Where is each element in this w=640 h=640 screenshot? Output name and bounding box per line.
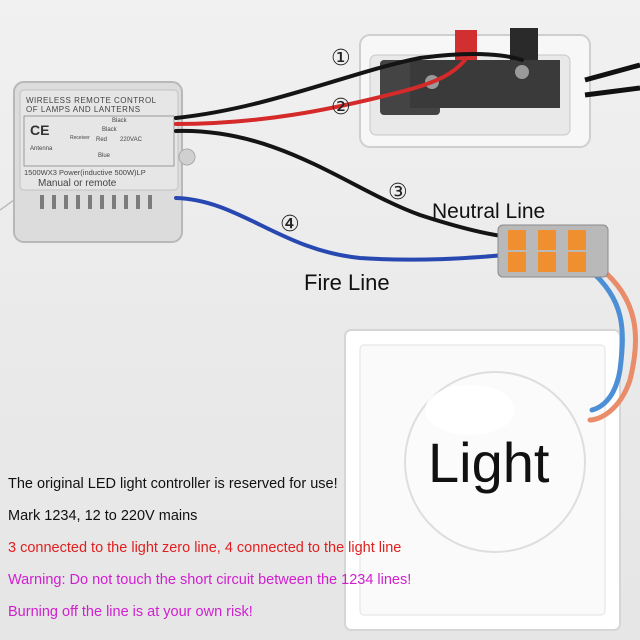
receiver-label: Receiver [70, 135, 90, 141]
note-2: Mark 1234, 12 to 220V mains [8, 508, 198, 524]
wire-black-1 [174, 52, 524, 120]
note-3: 3 connected to the light zero line, 4 co… [8, 540, 402, 556]
wire-red [174, 58, 467, 126]
wire-blue-out [587, 267, 625, 413]
marker-1: ① [331, 46, 351, 71]
controller-title-line1: WIRELESS REMOTE CONTROL [26, 96, 157, 105]
blue-label: Blue [98, 153, 111, 159]
antenna-label: Antenna [30, 146, 53, 152]
note-4: Warning: Do not touch the short circuit … [8, 572, 412, 588]
fire-line-label: Fire Line [304, 270, 390, 295]
ce-mark: CE [30, 122, 50, 138]
wire-label-black-2: Black [102, 127, 117, 133]
instruction-notes: The original LED light controller is res… [8, 476, 428, 636]
marker-3: ③ [388, 180, 408, 205]
remote-controller-box [0, 81, 196, 243]
note-5: Burning off the line is at your own risk… [8, 604, 253, 620]
wire-label-black-1: Black [112, 118, 127, 124]
power-rating: 1500WX3 Power(inductive 500W)LP [24, 168, 146, 177]
wire-orange-out [587, 265, 639, 423]
mode-label: Manual or remote [38, 178, 117, 189]
led-bulb [404, 371, 586, 553]
marker-4: ④ [280, 212, 300, 237]
wire-black-2 [174, 128, 512, 239]
marker-2: ② [331, 95, 351, 120]
power-supply-unit [359, 28, 591, 148]
neutral-line-label: Neutral Line [432, 200, 546, 223]
controller-title-line2: OF LAMPS AND LANTERNS [26, 105, 141, 114]
voltage-label: 220VAC [120, 137, 142, 143]
wire-blue [174, 196, 507, 262]
wago-connector [497, 224, 609, 278]
wire-label-red: Red [96, 137, 108, 143]
note-1: The original LED light controller is res… [8, 476, 338, 492]
light-label: Light [428, 431, 550, 494]
